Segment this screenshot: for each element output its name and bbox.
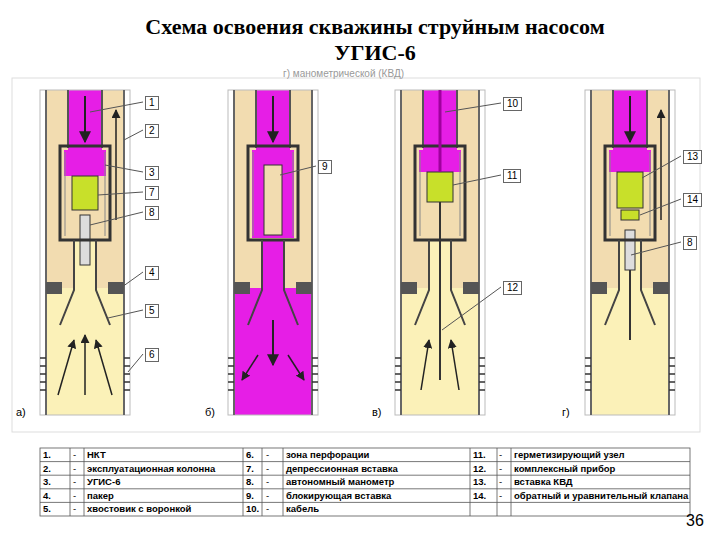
table-cell: обратный и уравнительный клапана xyxy=(514,490,688,502)
table-cell: вставка КВД xyxy=(514,476,573,488)
table-cell: 12. xyxy=(473,463,486,475)
callout-number: 13 xyxy=(687,151,698,162)
callout-number: 6 xyxy=(149,349,155,360)
callout-number: 3 xyxy=(149,167,155,178)
table-cell: 8. xyxy=(246,476,254,488)
table-cell: кабель xyxy=(286,503,319,515)
table-cell: пакер xyxy=(87,490,114,502)
table-cell: 14. xyxy=(473,490,486,502)
callout-number: 10 xyxy=(507,98,518,109)
callout-number: 8 xyxy=(687,237,693,248)
callout-box: 12 xyxy=(503,281,522,295)
panel-letter: б) xyxy=(205,406,215,418)
table-cell: депрессионная вставка xyxy=(286,463,398,475)
table-cell: герметизирующий узел xyxy=(514,449,625,461)
callout-box: 1 xyxy=(145,96,159,110)
callout-box: 8 xyxy=(145,206,159,220)
page-number: 36 xyxy=(686,512,704,530)
table-cell: 11. xyxy=(473,449,486,461)
callout-box: 7 xyxy=(145,186,159,200)
callout-number: 7 xyxy=(149,187,155,198)
table-cell: - xyxy=(73,449,76,461)
callout-number: 8 xyxy=(149,207,155,218)
table-cell: зона перфорации xyxy=(286,449,369,461)
table-cell: блокирующая вставка xyxy=(286,490,391,502)
table-cell: УГИС-6 xyxy=(87,476,120,488)
table-cell: - xyxy=(73,463,76,475)
callout-number: 1 xyxy=(149,97,155,108)
callout-number: 12 xyxy=(507,282,518,293)
table-cell: 10. xyxy=(246,503,259,515)
table-cell: - xyxy=(266,463,269,475)
callout-box: 14 xyxy=(683,193,702,207)
table-cell: - xyxy=(266,449,269,461)
table-cell: 6. xyxy=(246,449,254,461)
panel-letter: г) xyxy=(562,406,570,418)
table-cell: - xyxy=(73,503,76,515)
callout-number: 5 xyxy=(149,305,155,316)
faded-caption: г) манометрической (КВД) xyxy=(283,68,404,79)
table-cell: - xyxy=(499,463,502,475)
callout-box: 6 xyxy=(145,348,159,362)
callout-box: 8 xyxy=(683,236,697,250)
table-cell: 9. xyxy=(246,490,254,502)
table-cell: - xyxy=(499,476,502,488)
table-cell: 3. xyxy=(43,476,51,488)
callout-box: 2 xyxy=(145,124,159,138)
callout-number: 14 xyxy=(687,194,698,205)
table-cell: - xyxy=(266,476,269,488)
page-title: Схема освоения скважины струйным насосом… xyxy=(140,14,610,66)
table-cell: комплексный прибор xyxy=(514,463,615,475)
table-cell: 13. xyxy=(473,476,486,488)
callout-number: 9 xyxy=(322,161,328,172)
table-cell: 2. xyxy=(43,463,51,475)
table-cell: эксплуатационная колонна xyxy=(87,463,215,475)
table-cell: - xyxy=(266,490,269,502)
callout-box: 4 xyxy=(145,266,159,280)
callout-number: 2 xyxy=(149,125,155,136)
callout-box: 10 xyxy=(503,97,522,111)
table-cell: 1. xyxy=(43,449,51,461)
table-cell: - xyxy=(266,503,269,515)
table-cell: автономный манометр xyxy=(286,476,394,488)
panel-letter: а) xyxy=(16,406,26,418)
callout-box: 5 xyxy=(145,304,159,318)
table-cell: хвостовик с воронкой xyxy=(87,503,191,515)
table-cell: - xyxy=(73,476,76,488)
callout-number: 4 xyxy=(149,267,155,278)
table-cell: 5. xyxy=(43,503,51,515)
callout-box: 9 xyxy=(318,160,332,174)
table-cell: - xyxy=(73,490,76,502)
callout-box: 3 xyxy=(145,166,159,180)
table-cell: - xyxy=(499,449,502,461)
callout-number: 11 xyxy=(507,170,517,181)
table-cell: 4. xyxy=(43,490,51,502)
callout-box: 13 xyxy=(683,150,702,164)
panel-letter: в) xyxy=(372,406,382,418)
table-cell: НКТ xyxy=(87,449,106,461)
table-cell: 7. xyxy=(246,463,254,475)
table-cell: - xyxy=(499,490,502,502)
callout-box: 11 xyxy=(503,169,521,183)
